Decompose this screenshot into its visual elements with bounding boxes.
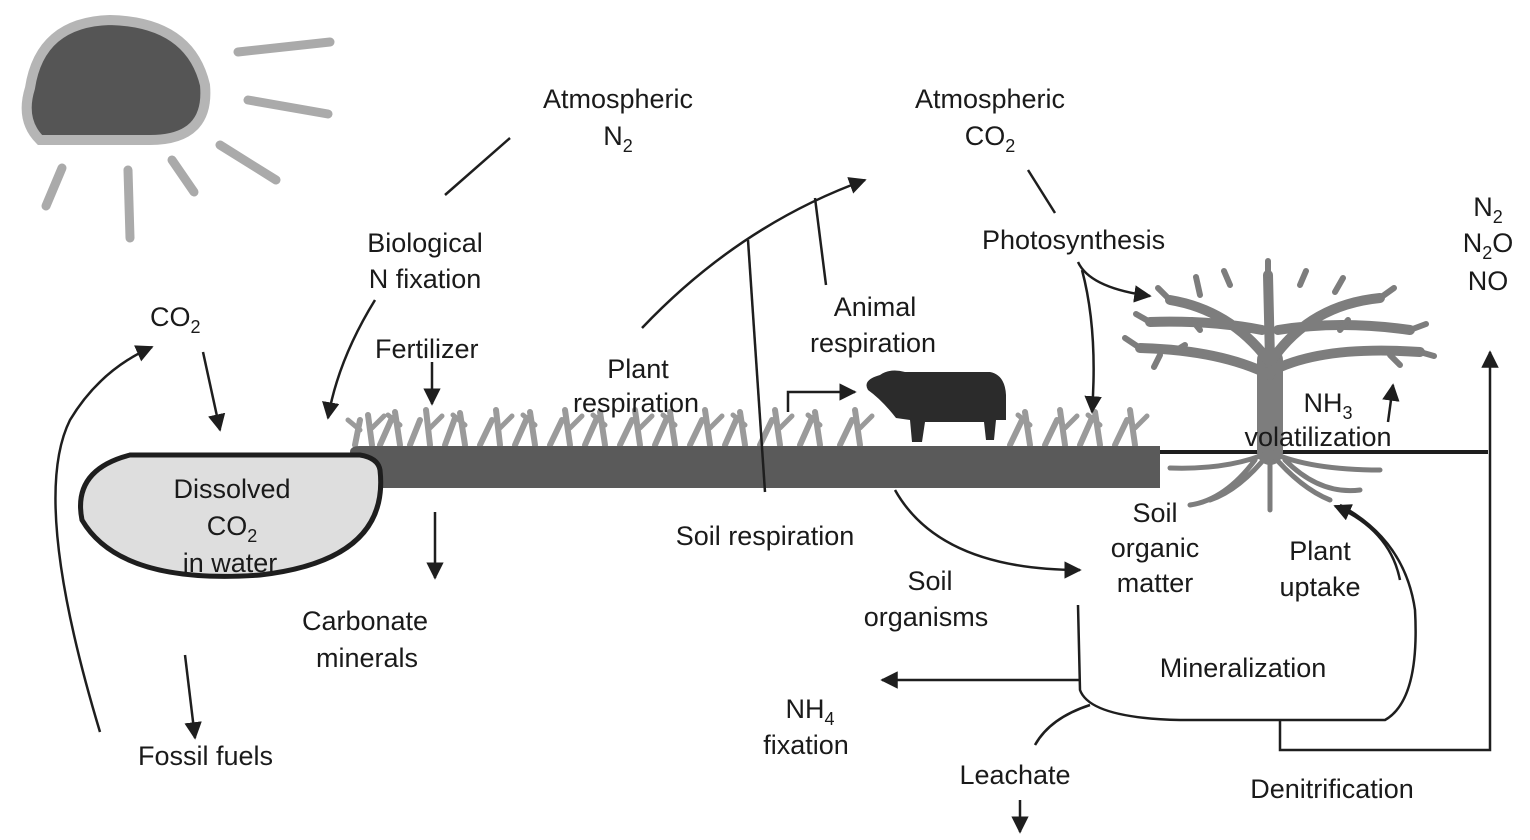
co2-label: CO2 [150, 302, 201, 337]
som-line1: Soil [1132, 498, 1177, 528]
labels: Atmospheric N2 Atmospheric CO2 Biologica… [138, 84, 1513, 804]
nh4-label: NH4 [785, 694, 834, 729]
to-leachate-connector [1035, 705, 1090, 745]
nh3-label: NH3 [1303, 388, 1352, 423]
som-line3: matter [1117, 568, 1194, 598]
som-line2: organic [1111, 533, 1200, 563]
n2-connector [445, 138, 510, 195]
nh3-up-arrow [1388, 385, 1393, 422]
co2-photosynthesis-connector [1028, 170, 1055, 213]
cow-icon [867, 371, 1007, 442]
leachate-label: Leachate [959, 760, 1070, 790]
bio-n-fixation-line1: Biological [367, 228, 483, 258]
soil-organisms-line2: organisms [864, 602, 989, 632]
carbonate-line1: Carbonate [302, 606, 428, 636]
n2-gas-label: N2 [1473, 192, 1503, 227]
plant-uptake-line1: Plant [1289, 536, 1351, 566]
plant-respiration-line2: respiration [573, 388, 699, 418]
dissolved-line1: Dissolved [173, 474, 290, 504]
nh4-fixation-label: fixation [763, 730, 849, 760]
dissolved-line3: in water [183, 548, 278, 578]
soil-respiration-label: Soil respiration [676, 521, 855, 551]
n-fixation-arrow [328, 300, 375, 418]
fertilizer-label: Fertilizer [375, 334, 479, 364]
plant-uptake-line2: uptake [1279, 572, 1360, 602]
photosynthesis-down-arrow [1082, 270, 1094, 412]
bio-n-fixation-line2: N fixation [369, 264, 482, 294]
animal-respiration-connector [815, 198, 826, 285]
soil-organisms-line1: Soil [907, 566, 952, 596]
plant-respiration-line1: Plant [607, 354, 669, 384]
fossil-fuels-label: Fossil fuels [138, 741, 273, 771]
tree-icon [1125, 261, 1434, 510]
carbonate-line2: minerals [316, 643, 418, 673]
sun-icon [27, 20, 330, 238]
feed-to-cow-arrow [788, 392, 855, 412]
atm-co2-label-line1: Atmospheric [915, 84, 1065, 114]
crops-icon [348, 410, 1147, 445]
atm-n2-label-line2: N2 [603, 121, 633, 156]
mineralization-label: Mineralization [1160, 653, 1327, 683]
denitrification-label: Denitrification [1250, 774, 1414, 804]
photosynthesis-label: Photosynthesis [982, 225, 1165, 255]
ground-to-som-arrow [895, 490, 1080, 570]
animal-respiration-line2: respiration [810, 328, 936, 358]
photosynthesis-to-tree-arrow [1078, 262, 1150, 296]
atm-co2-label-line2: CO2 [965, 121, 1016, 156]
volatilization-label: volatilization [1244, 422, 1391, 452]
atm-n2-label-line1: Atmospheric [543, 84, 693, 114]
animal-respiration-line1: Animal [834, 292, 917, 322]
no-gas-label: NO [1468, 266, 1509, 296]
co2-to-water-arrow [203, 352, 220, 430]
water-to-fossil-arrow [185, 655, 195, 738]
n2o-gas-label: N2O [1463, 228, 1514, 263]
